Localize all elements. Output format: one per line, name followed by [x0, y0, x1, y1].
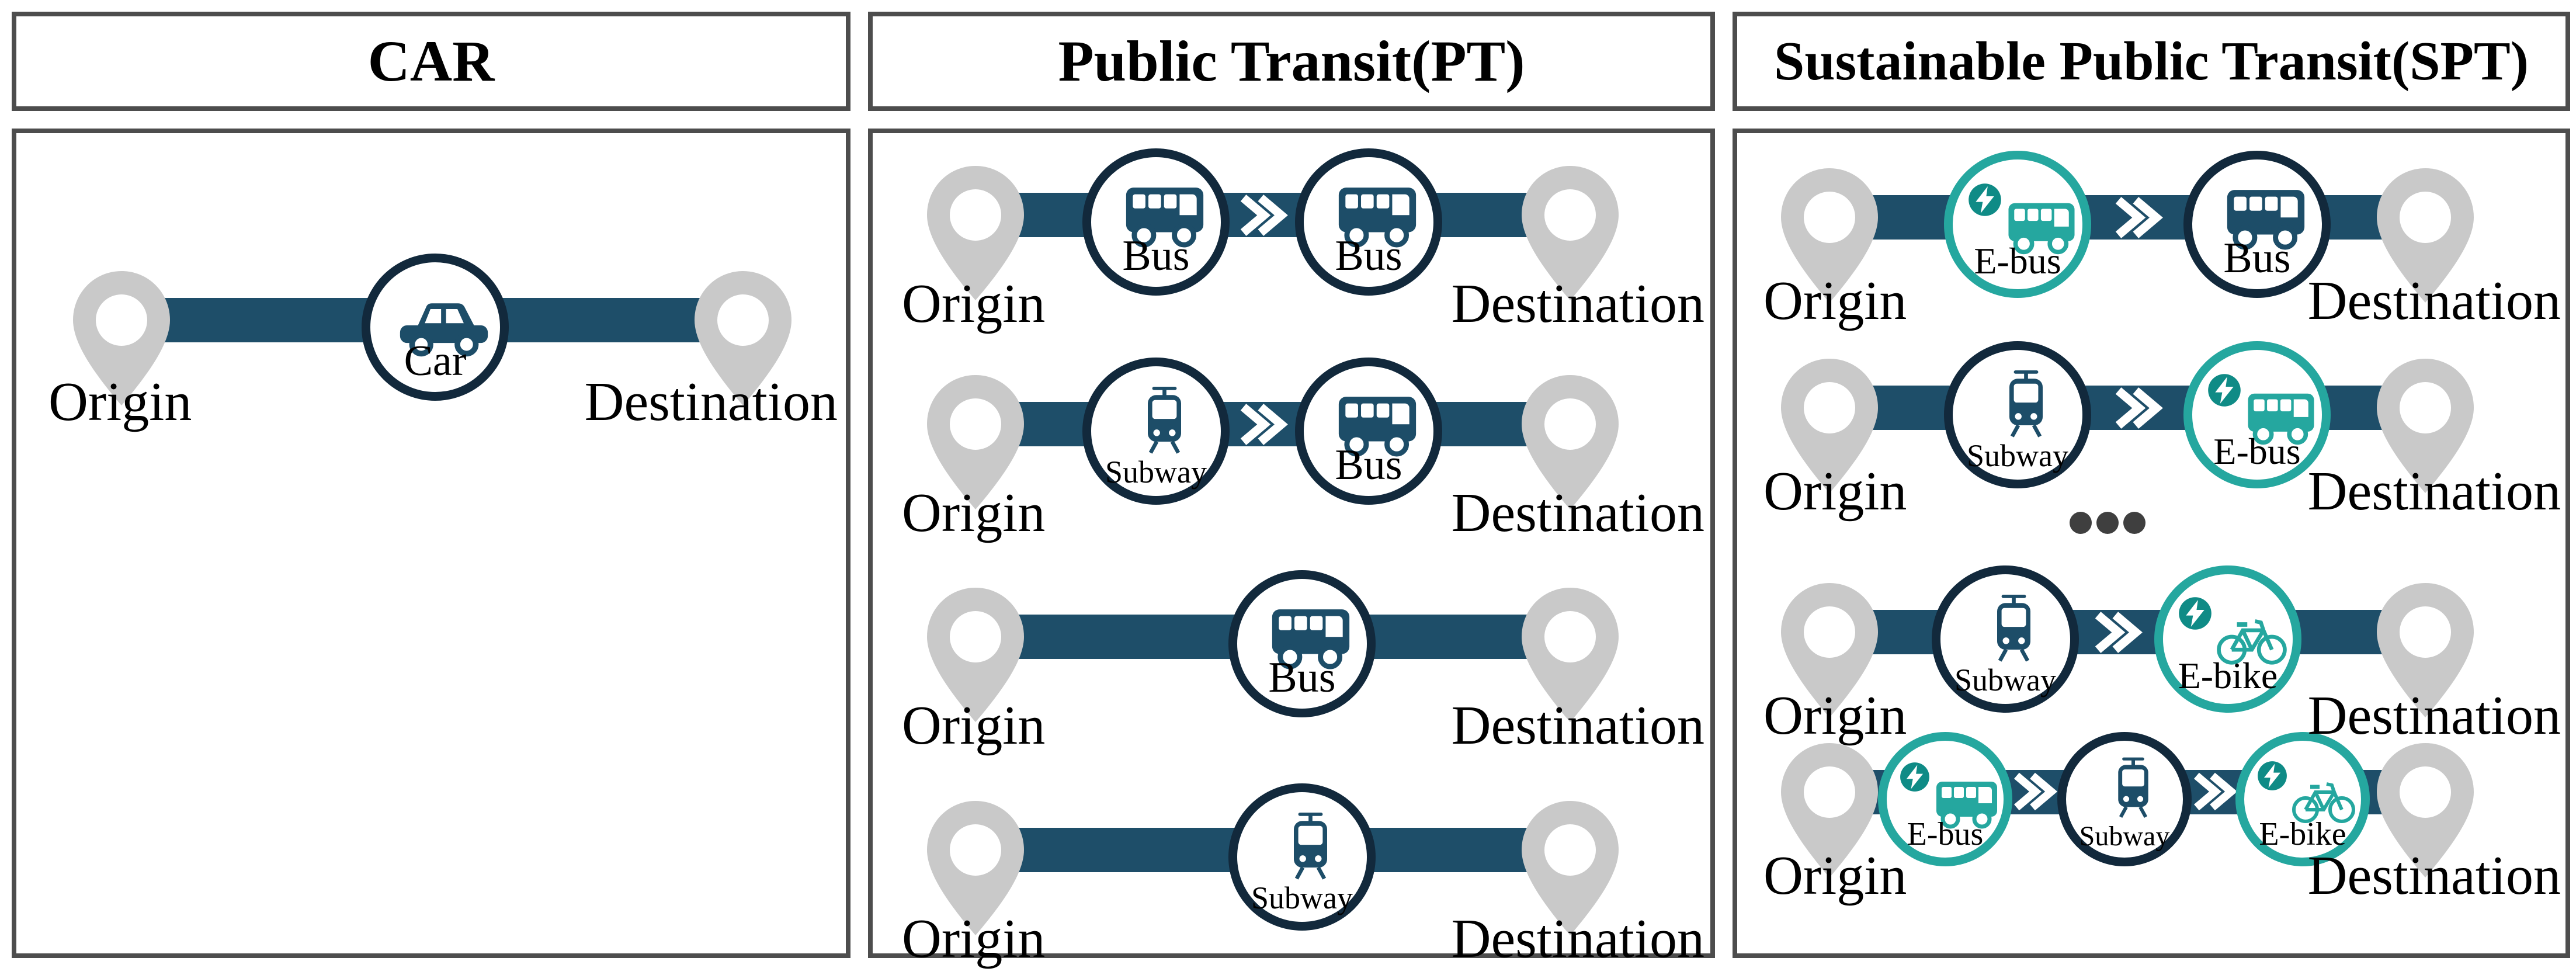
origin-label: Origin — [902, 695, 1046, 756]
stop-label: E-bike — [2178, 655, 2278, 696]
origin-label: Origin — [902, 908, 1046, 969]
stop-label: Subway — [1967, 438, 2068, 473]
subway-icon — [1137, 385, 1192, 455]
destination-label: Destination — [2307, 845, 2561, 906]
destination-label: Destination — [1451, 273, 1704, 334]
subway-icon — [1998, 369, 2054, 439]
stop-label: Subway — [1105, 454, 1207, 490]
transfer-chevron-icon — [2090, 609, 2144, 656]
stop-label: Bus — [2223, 234, 2291, 282]
stop-label: Subway — [1954, 662, 2056, 698]
spt-panel-title: Sustainable Public Transit(SPT) — [1774, 31, 2529, 92]
lightning-icon — [2257, 761, 2287, 791]
transfer-chevron-icon — [1235, 401, 1289, 448]
origin-label: Origin — [1763, 461, 1907, 522]
transit-stop-circle: Bus — [1228, 570, 1376, 717]
stop-label: Bus — [1122, 232, 1190, 280]
transfer-chevron-icon — [2110, 194, 2164, 241]
stop-label: Bus — [1335, 232, 1402, 280]
transit-stop-circle: Bus — [1295, 358, 1442, 505]
spt-panel-header: Sustainable Public Transit(SPT) — [1733, 12, 2570, 111]
origin-label: Origin — [1763, 845, 1907, 906]
stop-label: E-bus — [2213, 431, 2301, 472]
ellipsis-icon — [2070, 512, 2145, 534]
transit-stop-circle: Bus — [1295, 148, 1442, 296]
transit-stop-circle: E-bike — [2154, 565, 2301, 713]
stop-label: E-bus — [1907, 816, 1984, 852]
transfer-chevron-icon — [2189, 770, 2238, 813]
transit-stop-circle: Bus — [1082, 148, 1230, 296]
destination-label: Destination — [584, 372, 838, 432]
transit-stop-circle: Subway — [1944, 341, 2091, 488]
car-panel-title: CAR — [367, 29, 495, 93]
origin-label: Origin — [902, 483, 1046, 543]
stop-label: Bus — [1335, 441, 1402, 489]
transfer-chevron-icon — [1235, 192, 1289, 239]
route-line — [1829, 610, 2425, 654]
destination-label: Destination — [1451, 695, 1704, 756]
car-panel-header: CAR — [12, 12, 850, 111]
lightning-icon — [1900, 762, 1930, 792]
lightning-icon — [1968, 183, 2002, 217]
transfer-chevron-icon — [2009, 770, 2058, 813]
route-line — [975, 193, 1570, 237]
stop-label: Car — [404, 337, 467, 385]
destination-label: Destination — [2307, 270, 2561, 331]
stop-label: E-bus — [1974, 240, 2061, 282]
pt-panel-title: Public Transit(PT) — [1058, 29, 1525, 93]
spt-panel-body: E-bus Bus Origin Destination Subway E-bu… — [1733, 129, 2570, 958]
pt-panel-body: Bus Bus Origin Destination Subway Bus — [868, 129, 1715, 966]
car-panel-body: Car Origin Destination — [12, 129, 850, 958]
transit-stop-circle: Car — [362, 254, 509, 401]
destination-label: Destination — [1451, 483, 1704, 543]
destination-label: Destination — [1451, 908, 1704, 969]
origin-label: Origin — [902, 273, 1046, 334]
transfer-chevron-icon — [2110, 384, 2164, 432]
transit-stop-circle: Subway — [2057, 732, 2192, 866]
stop-label: Bus — [1268, 654, 1336, 702]
pt-panel-header: Public Transit(PT) — [868, 12, 1715, 111]
subway-icon — [1283, 811, 1338, 881]
origin-label: Origin — [48, 372, 192, 432]
origin-label: Origin — [1763, 270, 1907, 331]
transit-stop-circle: Subway — [1932, 565, 2079, 713]
stop-label: E-bike — [2259, 816, 2346, 852]
transit-stop-circle: Bus — [2183, 151, 2331, 298]
lightning-icon — [2207, 373, 2241, 407]
stop-label: Subway — [1251, 880, 1353, 915]
subway-icon — [1986, 593, 2042, 663]
destination-label: Destination — [2307, 461, 2561, 522]
destination-label: Destination — [2307, 685, 2561, 746]
subway-icon — [2108, 756, 2158, 819]
transit-stop-circle: E-bus — [1944, 151, 2091, 298]
stop-label: Subway — [2079, 821, 2170, 852]
transit-stop-circle: Subway — [1082, 358, 1230, 505]
route-line — [975, 402, 1570, 446]
lightning-icon — [2178, 596, 2212, 630]
transit-stop-circle: Subway — [1228, 783, 1376, 931]
origin-label: Origin — [1763, 685, 1907, 746]
